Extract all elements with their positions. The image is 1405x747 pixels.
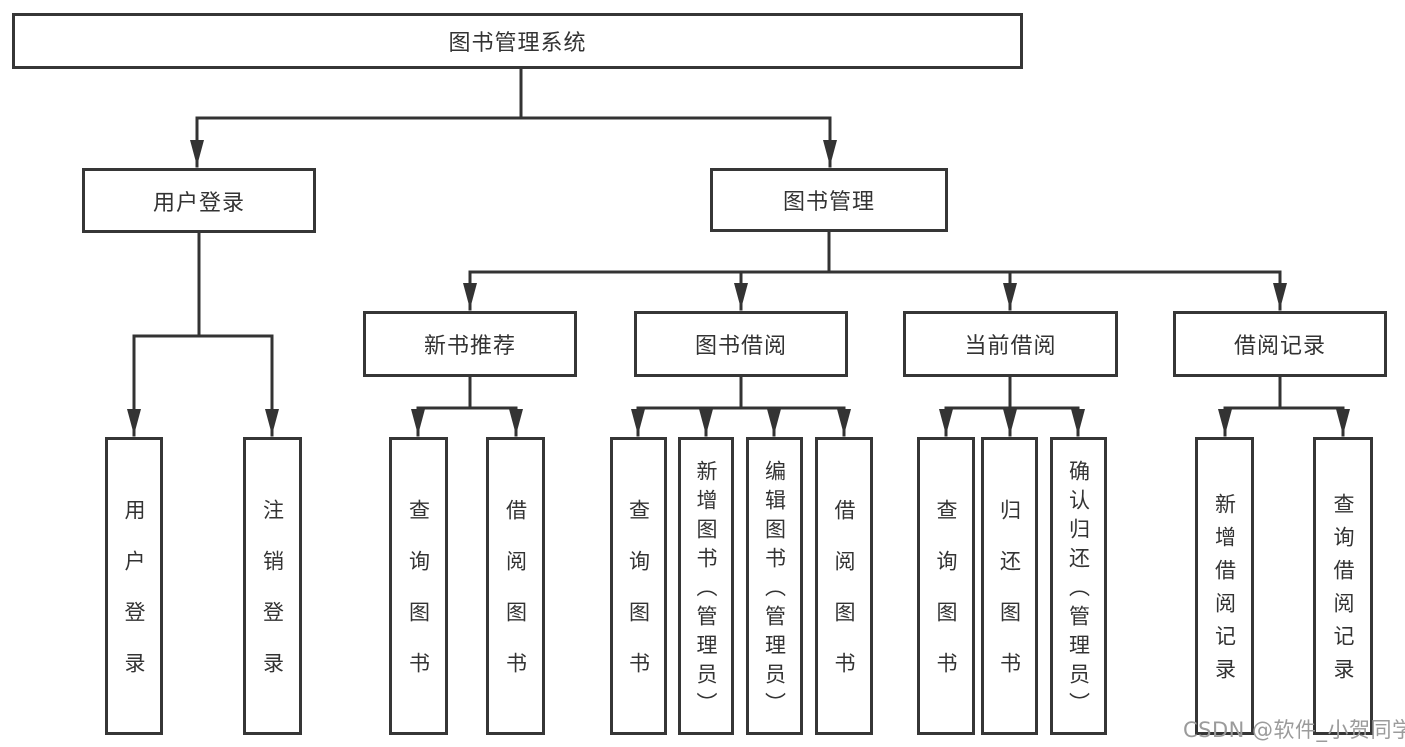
node-book-management: 图书管理 bbox=[710, 168, 948, 232]
leaf-label: 查询图书 bbox=[406, 499, 431, 703]
leaf-label: 查询图书 bbox=[934, 499, 958, 703]
leaf-label: 注销登录 bbox=[260, 499, 285, 703]
node-label: 图书管理系统 bbox=[448, 31, 587, 56]
leaf-confirm-return-admin: 确认归还（管理员） bbox=[1050, 437, 1107, 735]
leaf-logout: 注销登录 bbox=[243, 437, 302, 735]
leaf-return-books: 归还图书 bbox=[981, 437, 1038, 735]
leaf-add-books-admin: 新增图书（管理员） bbox=[678, 437, 734, 735]
node-label: 新书推荐 bbox=[423, 334, 516, 359]
leaf-label: 借阅图书 bbox=[503, 499, 528, 703]
leaf-label: 查询图书 bbox=[626, 499, 651, 703]
node-label: 图书借阅 bbox=[694, 334, 787, 359]
node-new-book-recommend: 新书推荐 bbox=[363, 311, 577, 377]
leaf-query-books: 查询图书 bbox=[389, 437, 448, 735]
node-current-borrowing: 当前借阅 bbox=[903, 311, 1118, 377]
leaf-query-books: 查询图书 bbox=[610, 437, 667, 735]
leaf-label: 查询借阅记录 bbox=[1331, 493, 1355, 691]
leaf-borrow-books: 借阅图书 bbox=[486, 437, 545, 735]
node-label: 当前借阅 bbox=[964, 334, 1057, 359]
csdn-watermark: CSDN @软件_小贺同学 bbox=[1183, 718, 1405, 742]
leaf-label: 借阅图书 bbox=[832, 499, 856, 703]
node-user-login: 用户登录 bbox=[82, 168, 316, 233]
leaf-edit-books-admin: 编辑图书（管理员） bbox=[746, 437, 803, 735]
leaf-label: 编辑图书（管理员） bbox=[762, 459, 787, 721]
leaf-label: 新增图书（管理员） bbox=[694, 459, 718, 721]
node-library-management-system: 图书管理系统 bbox=[12, 13, 1023, 69]
leaf-label: 用户登录 bbox=[122, 499, 146, 703]
node-borrowing-records: 借阅记录 bbox=[1173, 311, 1387, 377]
node-book-borrowing: 图书借阅 bbox=[634, 311, 848, 377]
node-label: 借阅记录 bbox=[1233, 334, 1326, 359]
node-label: 图书管理 bbox=[782, 190, 875, 215]
node-label: 用户登录 bbox=[152, 190, 245, 216]
leaf-query-borrow-record: 查询借阅记录 bbox=[1313, 437, 1373, 735]
leaf-borrow-books: 借阅图书 bbox=[815, 437, 873, 735]
leaf-add-borrow-record: 新增借阅记录 bbox=[1195, 437, 1254, 735]
leaf-label: 新增借阅记录 bbox=[1212, 493, 1237, 691]
leaf-label: 确认归还（管理员） bbox=[1066, 459, 1091, 721]
leaf-query-books: 查询图书 bbox=[917, 437, 975, 735]
leaf-label: 归还图书 bbox=[997, 499, 1022, 703]
leaf-user-login: 用户登录 bbox=[105, 437, 163, 735]
